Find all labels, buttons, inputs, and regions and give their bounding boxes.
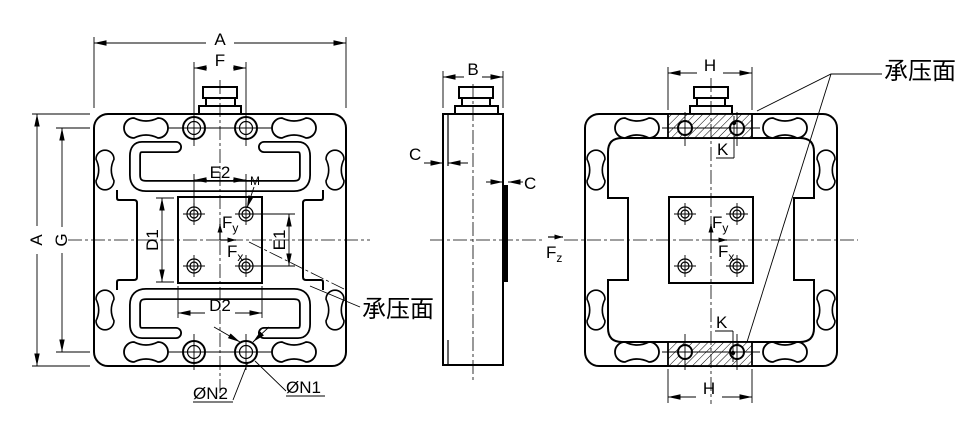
front-bearing-callout: 承压面 [309,285,434,323]
dim-d1-label: D1 [143,229,162,251]
front-force-x-label: Fx [227,242,243,264]
dim-e1-label: E1 [270,230,289,251]
dim-k-top-label: K [717,140,729,159]
front-view: Fy Fx A F A G [27,30,434,403]
side-centerlines [430,84,545,380]
front-centerlines [68,80,370,402]
dim-a-height-label: A [27,234,46,246]
front-dimensions: A F A G E2 M [27,30,347,403]
front-force-y-label: Fy [222,213,238,235]
dim-a-width-label: A [214,30,226,49]
side-connector [454,86,499,115]
side-dimensions: B C C Fz [409,60,563,265]
side-bearing-plate-right [503,185,508,282]
dim-b-label: B [467,60,478,79]
side-view: B C C Fz [409,60,563,380]
rear-thread-holes [674,203,748,277]
front-force-axes: Fy Fx [217,213,243,264]
dim-e2-label: E2 [210,163,231,182]
dim-k-bottom-label: K [716,313,728,332]
side-force-z-label: Fz [546,243,562,265]
rear-view: Fy Fx H K K H 承压面 [564,56,956,404]
dim-m-label: M [250,174,260,188]
dim-n2-label: ØN2 [193,384,228,403]
rear-dimensions: H K K H [667,56,753,403]
dim-d2-label: D2 [209,296,231,315]
rear-force-y-label: Fy [712,213,728,235]
rear-force-axes: Fy Fx [708,213,734,264]
dim-h-top-label: H [704,56,716,75]
dim-c-right-label: C [524,174,536,193]
dim-c-left-label: C [409,145,421,164]
dim-f-label: F [215,51,225,70]
rear-bearing-callout: 承压面 [746,59,956,343]
dim-g-label: G [52,233,71,246]
front-dogbone-slots [95,117,345,363]
front-bearing-label: 承压面 [362,297,434,323]
rear-bearing-label: 承压面 [884,59,956,85]
dim-h-bottom-label: H [703,379,715,398]
dim-n1-label: ØN1 [286,378,321,397]
rear-force-x-label: Fx [718,242,734,264]
rear-dogbone-slots [586,117,836,363]
